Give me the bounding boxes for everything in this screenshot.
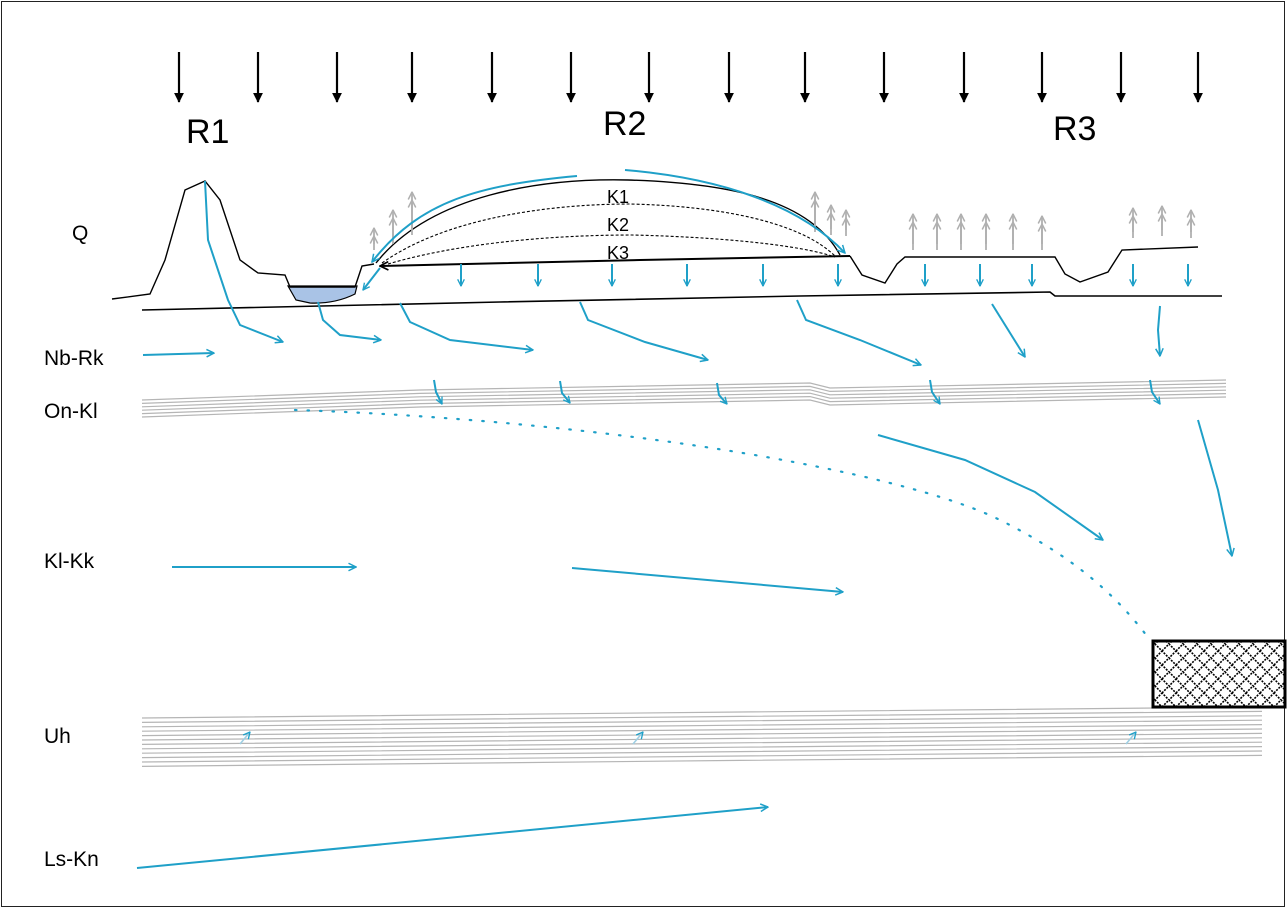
bog-level-k3: K3 [607,243,629,263]
uh-stratum-line [141,732,1263,745]
region-label-r1: R1 [186,113,229,151]
layer-label-on-kl: On-Kl [44,400,98,423]
nb-rk-flow-arrow-1 [142,353,214,355]
lake-seepage-arrow [317,301,381,340]
nb-rk-flow-arrow-6 [1158,305,1160,356]
nb-rk-flow-arrow-5 [991,303,1025,357]
on-kl-stratum-line [141,393,1227,415]
on-kl-leakage-arrow-icon [716,382,727,404]
layer-label-q: Q [72,222,88,245]
uh-stratum-line [141,754,1263,767]
uh-stratum-line [141,719,1263,732]
layer-label-nb-rk: Nb-Rk [44,347,104,370]
precipitation-arrows [174,52,1203,103]
evapotranspiration-arrows [374,192,1191,250]
ground-surface-right [849,246,1199,284]
on-kl-stratum-line [141,389,1227,411]
on-kl-stratum-line [141,396,1227,418]
bog-dome-k1 [375,179,841,264]
layer-label-kl-kk: Kl-Kk [44,550,95,573]
hill-recharge-arrow [204,180,283,342]
ground-surface-left [111,180,375,300]
layer-label-ls-kn: Ls-Kn [44,848,99,871]
dotted-boundary-line [293,408,1152,642]
dome-outflow-right-arrow [624,169,845,253]
uh-faint-flow-arrow-icon [239,732,250,745]
vertical-flow-arrows [433,264,1188,404]
on-kl-stratum-line [141,379,1227,401]
on-kl-leakage-arrow-icon [1149,379,1161,404]
on-kl-stratum-line [141,386,1227,408]
uh-stratum-line [141,750,1263,763]
on-kl-leakage-arrow-icon [559,380,570,403]
nb-rk-flow-arrow-3 [579,301,708,360]
uh-stratum-line [141,706,1263,719]
uh-stratum-line [141,741,1263,754]
on-kl-leakage-arrow-icon [433,379,443,404]
nb-rk-flow-arrow-4 [796,299,921,365]
uh-stratum-line [141,728,1263,741]
groundwater-flow-arrows [136,169,1232,869]
uh-faint-flow-arrow-icon [632,732,643,745]
nb-rk-flow-arrow-2 [399,302,533,350]
lake-inflow-arrow [363,267,381,290]
region-label-r2: R2 [603,105,646,143]
bog-base-line [380,255,851,266]
uh-stratum-line [141,724,1263,737]
dome-outflow-left-arrow [372,175,578,262]
kl-kk-flow-arrow-deep-2 [1197,419,1232,556]
uh-stratum-line [141,737,1263,750]
layer-label-uh: Uh [44,725,71,748]
crosshatch-block [1151,639,1287,709]
strata-bands [141,379,1263,767]
uh-stratum-line [141,746,1263,759]
bog-level-k1: K1 [607,187,629,207]
uh-stratum-line [141,710,1263,723]
region-label-r3: R3 [1053,110,1096,148]
bog-level-k2: K2 [607,215,629,235]
bog-dome-k3 [387,234,836,265]
ls-kn-flow-arrow [136,807,768,869]
on-kl-stratum-line [141,382,1227,404]
kl-kk-flow-arrow-2 [571,567,843,592]
lake-shape [286,285,358,304]
bog-dome-k2 [381,203,836,264]
kl-kk-flow-arrow-deep-1 [877,434,1103,540]
on-kl-leakage-arrow-icon [929,379,941,404]
uh-faint-flow-arrow-icon [1125,732,1136,745]
uh-stratum-line [141,715,1263,728]
quaternary-base-line [141,291,1222,311]
